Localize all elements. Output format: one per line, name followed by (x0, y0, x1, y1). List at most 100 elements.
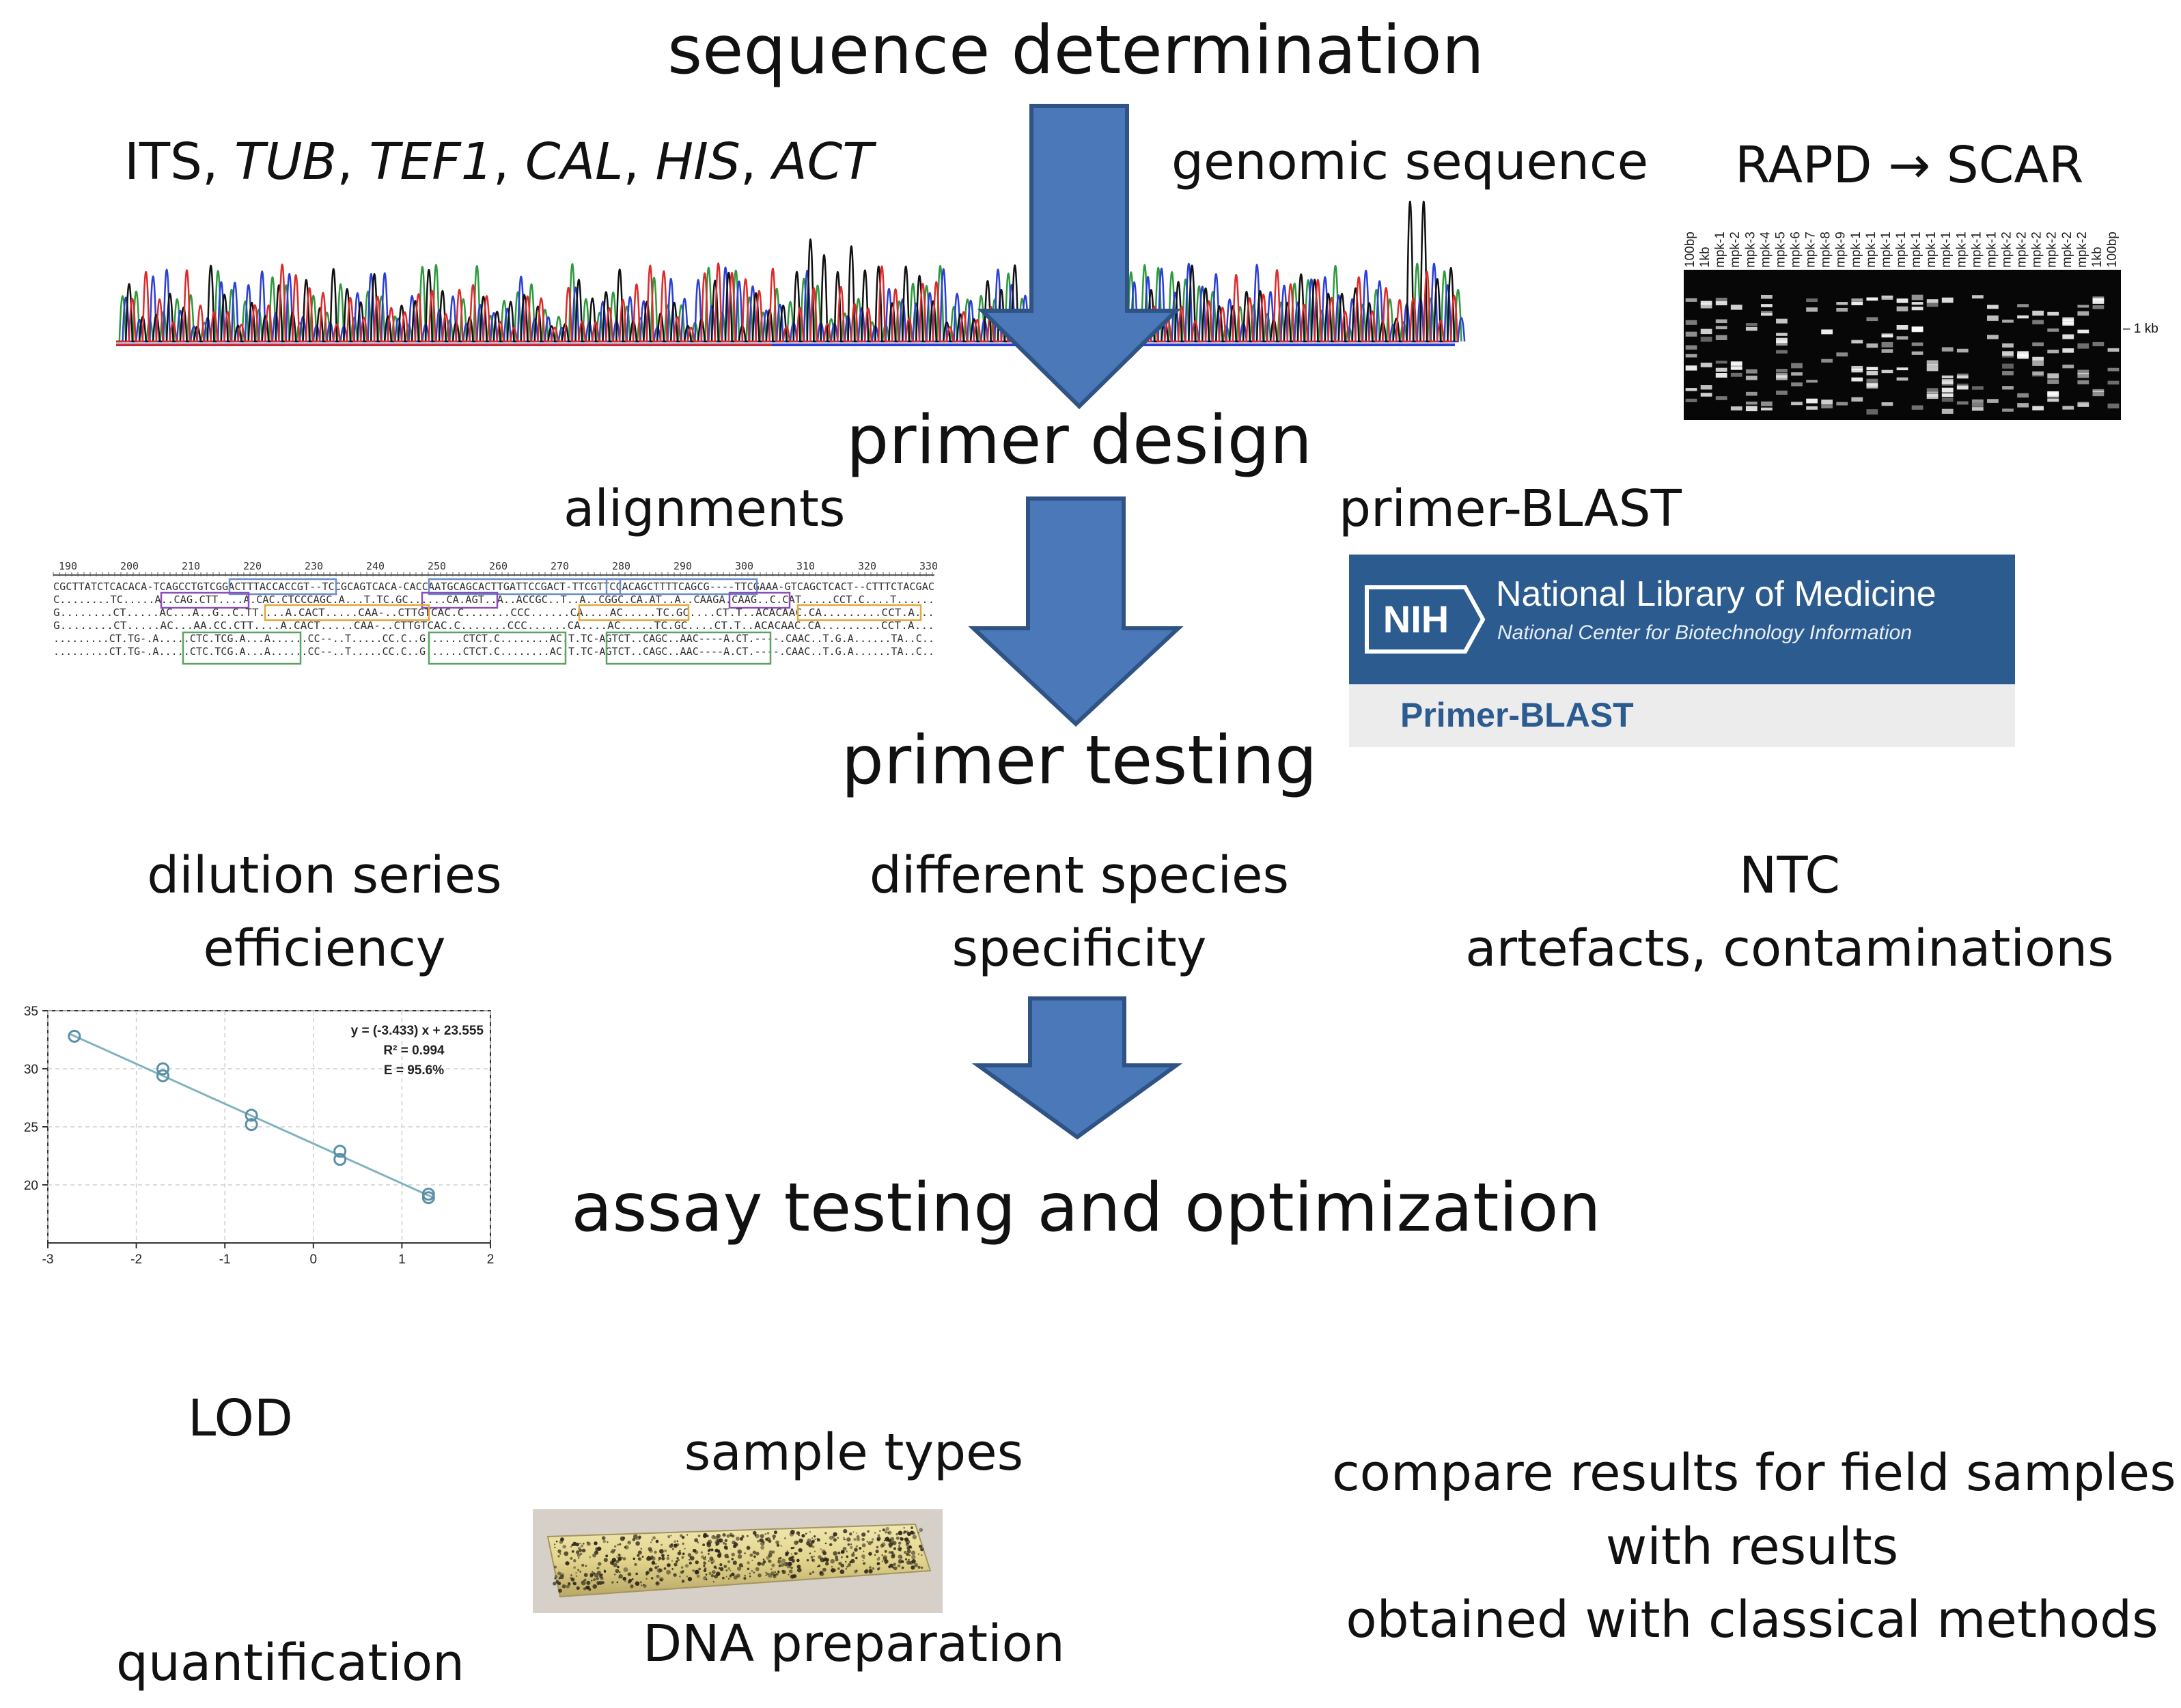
gel-band (2002, 363, 2014, 369)
gel-band (1971, 386, 1984, 390)
gel-band (2047, 350, 2059, 354)
sample-photo (533, 1509, 943, 1613)
gel-band (2092, 389, 2104, 393)
gel-band (1715, 373, 1727, 378)
dilution-series-label: dilution series (147, 846, 502, 905)
gel-band (2107, 403, 2120, 409)
gel-band (2062, 364, 2074, 369)
gel-band (1700, 363, 1712, 367)
gel-band (1851, 365, 1863, 370)
gel-band (2107, 348, 2120, 352)
alignment-row: G........CT.....AC...AA.CC.CTT....A.CACT… (53, 619, 934, 632)
gel-band (2062, 319, 2074, 324)
gel-lane-label: mpk-19 (1984, 232, 1999, 268)
alignment-ruler-number: 330 (919, 560, 938, 572)
gel-band (1881, 349, 1893, 353)
gel-band (1971, 295, 1984, 299)
gel-lane-label: mpk-17 (1954, 232, 1969, 268)
gel-band (1730, 361, 1742, 366)
alignment-ruler-number: 240 (366, 560, 385, 572)
gel-band (1836, 402, 1848, 406)
gel-lane-label: mpk-16 (1939, 232, 1954, 268)
gel-lane-label: mpk-5 (1773, 232, 1788, 268)
primer-blast-label: primer-BLAST (1339, 479, 1682, 538)
gel-band (1776, 337, 1788, 344)
gel-lane-label: mpk-23 (2045, 232, 2059, 268)
primer-site-box (605, 578, 758, 596)
gel-band (1971, 402, 1984, 407)
different-species-label: different species (869, 846, 1290, 905)
gel-band (1715, 319, 1727, 324)
gel-lane-label: mpk-15 (1924, 232, 1939, 268)
alignments-label: alignments (564, 479, 846, 538)
gel-band (2017, 304, 2029, 307)
gel-band (1730, 406, 1742, 411)
specificity-label: specificity (951, 919, 1207, 978)
gel-lane-label: mpk-24 (2060, 232, 2074, 268)
gel-1kb-label: – 1 kb (2123, 322, 2158, 336)
gel-band (2017, 393, 2029, 398)
gel-band (1715, 326, 1727, 330)
marker-act: ACT (772, 132, 874, 191)
gel-band (1956, 385, 1969, 390)
gel-lane-label: mpk-12 (1879, 232, 1893, 268)
gel-band (1806, 406, 1818, 410)
gel-band (1941, 397, 1954, 402)
gel-lane-label: mpk-21 (2015, 232, 2029, 268)
gel-band (2077, 403, 2089, 407)
gel-band (2002, 408, 2014, 412)
nih-logo-text: NIH (1383, 598, 1449, 641)
gel-lane-label: mpk-9 (1834, 232, 1848, 268)
gel-band (2002, 371, 2014, 376)
gel-band (1911, 405, 1923, 410)
gel-band (1926, 299, 1939, 303)
gel-band (1926, 302, 1939, 307)
gel-band (1851, 298, 1863, 302)
gel-band (2092, 341, 2104, 347)
fit-line (69, 1033, 434, 1199)
flow-arrow-1 (977, 104, 1182, 410)
data-point (156, 1069, 169, 1082)
gel-band (2047, 391, 2059, 397)
gel-band (1851, 301, 1863, 305)
nih-banner: NIH National Library of Medicine Nationa… (1349, 555, 2015, 684)
gel-band (1685, 388, 1697, 391)
gel-band (1715, 335, 1727, 341)
gel-band (1745, 406, 1758, 412)
data-point (333, 1145, 347, 1158)
gel-band (1896, 377, 1908, 381)
gel-band (1866, 383, 1878, 389)
regression-annotation: y = (-3.433) x + 23.555 (351, 1024, 484, 1038)
gel-band (1685, 331, 1697, 337)
stage-primer-testing: primer testing (841, 722, 1318, 800)
gel-band (1881, 369, 1893, 374)
gel-band (1836, 307, 1848, 312)
primer-site-box (428, 631, 567, 665)
gel-band (1896, 336, 1908, 340)
gel-band (1821, 400, 1833, 405)
quantification-label: quantification (116, 1634, 465, 1692)
gel-band (1700, 385, 1712, 390)
gel-band (1956, 348, 1969, 353)
marker-tef1: TEF1 (369, 132, 493, 191)
primer-site-box (578, 604, 690, 621)
sample-stick-image (546, 1523, 932, 1598)
stage-primer-design: primer design (846, 402, 1313, 479)
gel-band (1941, 297, 1954, 303)
gel-band (1700, 328, 1712, 335)
gel-band (1806, 298, 1818, 303)
chromatogram-trace (116, 262, 1458, 343)
gel-band (1776, 333, 1788, 336)
y-tick-label: 25 (24, 1121, 38, 1135)
gel-band (1866, 343, 1878, 348)
gel-band (1715, 301, 1727, 306)
gel-lane-label: mpk-20 (1999, 232, 2014, 268)
stage-sequence-determination: sequence determination (667, 12, 1484, 89)
gel-band (1821, 359, 1833, 363)
alignment-ruler-number: 310 (796, 560, 815, 572)
primer-blast-link[interactable]: Primer-BLAST (1400, 696, 1634, 734)
gel-band (1941, 347, 1954, 352)
nih-logo-icon: NIH (1365, 585, 1486, 654)
